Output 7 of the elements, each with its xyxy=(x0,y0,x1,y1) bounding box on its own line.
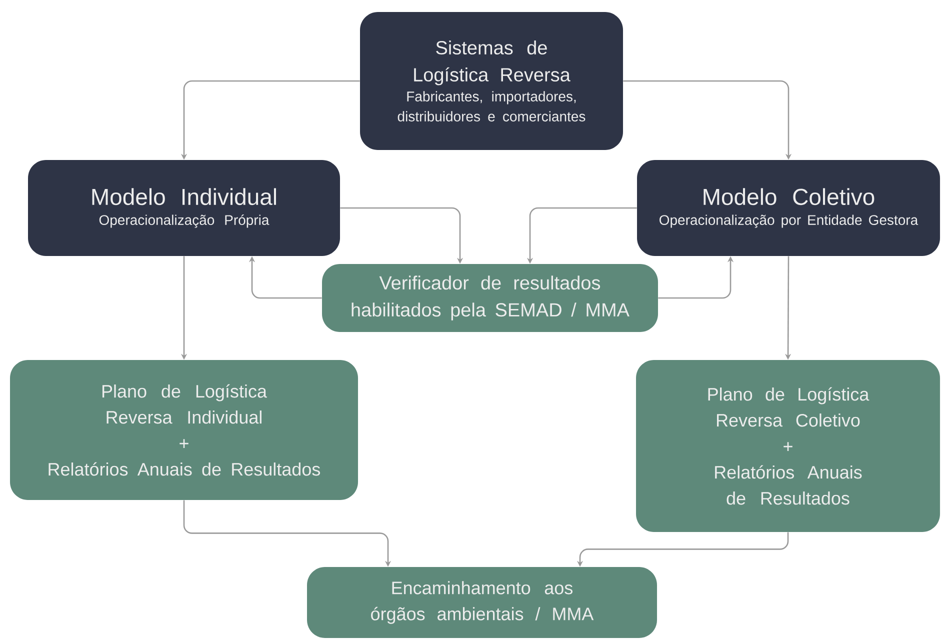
plan-box: Plano de Logística Reversa Coletivo + Relatórios Anuais de Resultados xyxy=(636,360,940,532)
category-box: Sistemas de Logística Reversa Fabricantes, importadores, distribuidores e comerciantes xyxy=(360,12,623,150)
verifier-box: Verificador de resultados habilitados pela SEMAD / MMA xyxy=(322,264,658,332)
model-box: Modelo Individual Operacionalização Própria xyxy=(28,160,340,256)
process-box: Encaminhamento aos órgãos ambientais / MMA xyxy=(307,567,657,638)
plan-box: Plano de Logística Reversa Individual + Relatórios Anuais de Resultados xyxy=(10,360,358,500)
model-box: Modelo Coletivo Operacionalização por Entidade Gestora xyxy=(637,160,940,256)
